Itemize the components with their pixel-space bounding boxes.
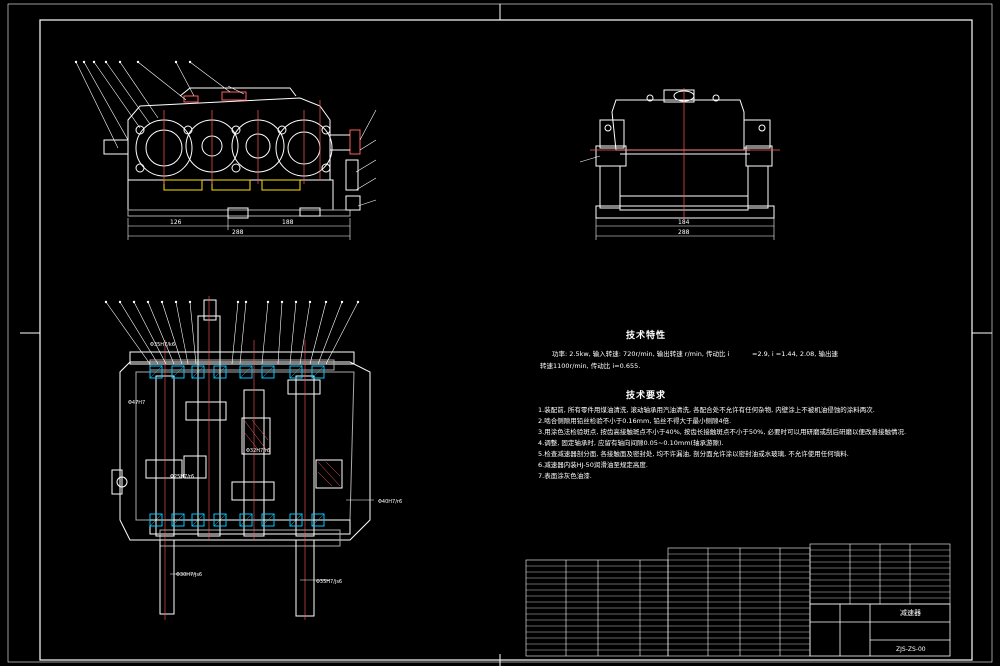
drawing-name: 减速器 [900,608,921,617]
fit-top-bearing: Φ35H7/k6 [150,342,175,348]
dim-front-a: 126 [170,219,182,226]
fit-low-left: Φ25H7/r6 [170,474,194,480]
parts-list [525,543,951,657]
requirement-item: 2.啮合侧隙用铅丝检验不小于0.16mm, 铅丝不得大于最小侧隙4倍. [538,417,732,425]
front-view [74,60,377,240]
dim-front-b: 188 [282,219,294,226]
title-block [809,603,951,657]
requirements-title: 技术要求 [626,391,667,401]
side-view [579,88,780,240]
requirement-item: 6.减速器内装HJ-50润滑油至规定高度. [538,461,648,469]
specs-line-1a: 功率: 2.5kw, 输入转速: 720r/min, 输出转速 r/min, 传… [552,350,730,358]
requirements-list: 1.装配前, 所有零件用煤油清洗, 滚动轴承用汽油清洗, 各配合处不允许有任何杂… [538,405,958,480]
dim-side-a: 184 [678,219,690,226]
fit-left-side: Φ47H7 [128,400,145,406]
drawing-number: ZJS-ZS-00 [896,646,926,653]
fit-mid-gear: Φ32H7/r6 [246,448,270,454]
fit-bottom-left: Φ30H7/js6 [176,572,202,578]
section-view [104,296,374,620]
requirement-item: 5.检查减速器剖分面, 各接触面及密封处, 均不许漏油, 剖分面允许涂以密封油或… [538,450,849,458]
sheet-frame [7,3,993,666]
fit-bottom-right: Φ35H7/js6 [316,579,342,585]
requirement-item: 4.调整, 固定轴承时, 应留有轴向间隙0.05~0.10mm(轴承游隙). [538,439,724,447]
specs-line-2: 转速1100r/min, 传动比 i=0.655. [540,362,641,370]
specs-title: 技术特性 [626,331,667,341]
fit-right-shaft: Φ40H7/r6 [378,499,402,505]
requirement-item: 3.用涂色法检验斑点, 按齿高接触斑点不小于40%, 按齿长接触斑点不小于50%… [538,428,907,436]
dim-front-total: 288 [232,229,244,236]
specs-line-1b: =2.9, i =1.44, 2.08, 输出速 [752,350,838,358]
requirement-item: 7.表面涂灰色油漆. [538,472,592,480]
dim-side-b: 288 [678,229,690,236]
requirement-item: 1.装配前, 所有零件用煤油清洗, 滚动轴承用汽油清洗, 各配合处不允许有任何杂… [538,406,875,414]
